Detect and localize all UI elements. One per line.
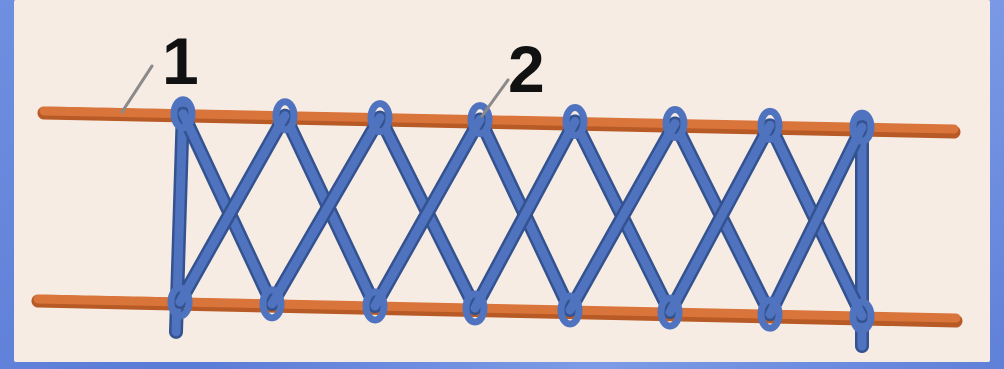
leader-line-2 bbox=[482, 80, 508, 116]
leader-line-1 bbox=[122, 66, 152, 112]
label-2: 2 bbox=[508, 36, 545, 102]
label-1: 1 bbox=[162, 28, 199, 94]
